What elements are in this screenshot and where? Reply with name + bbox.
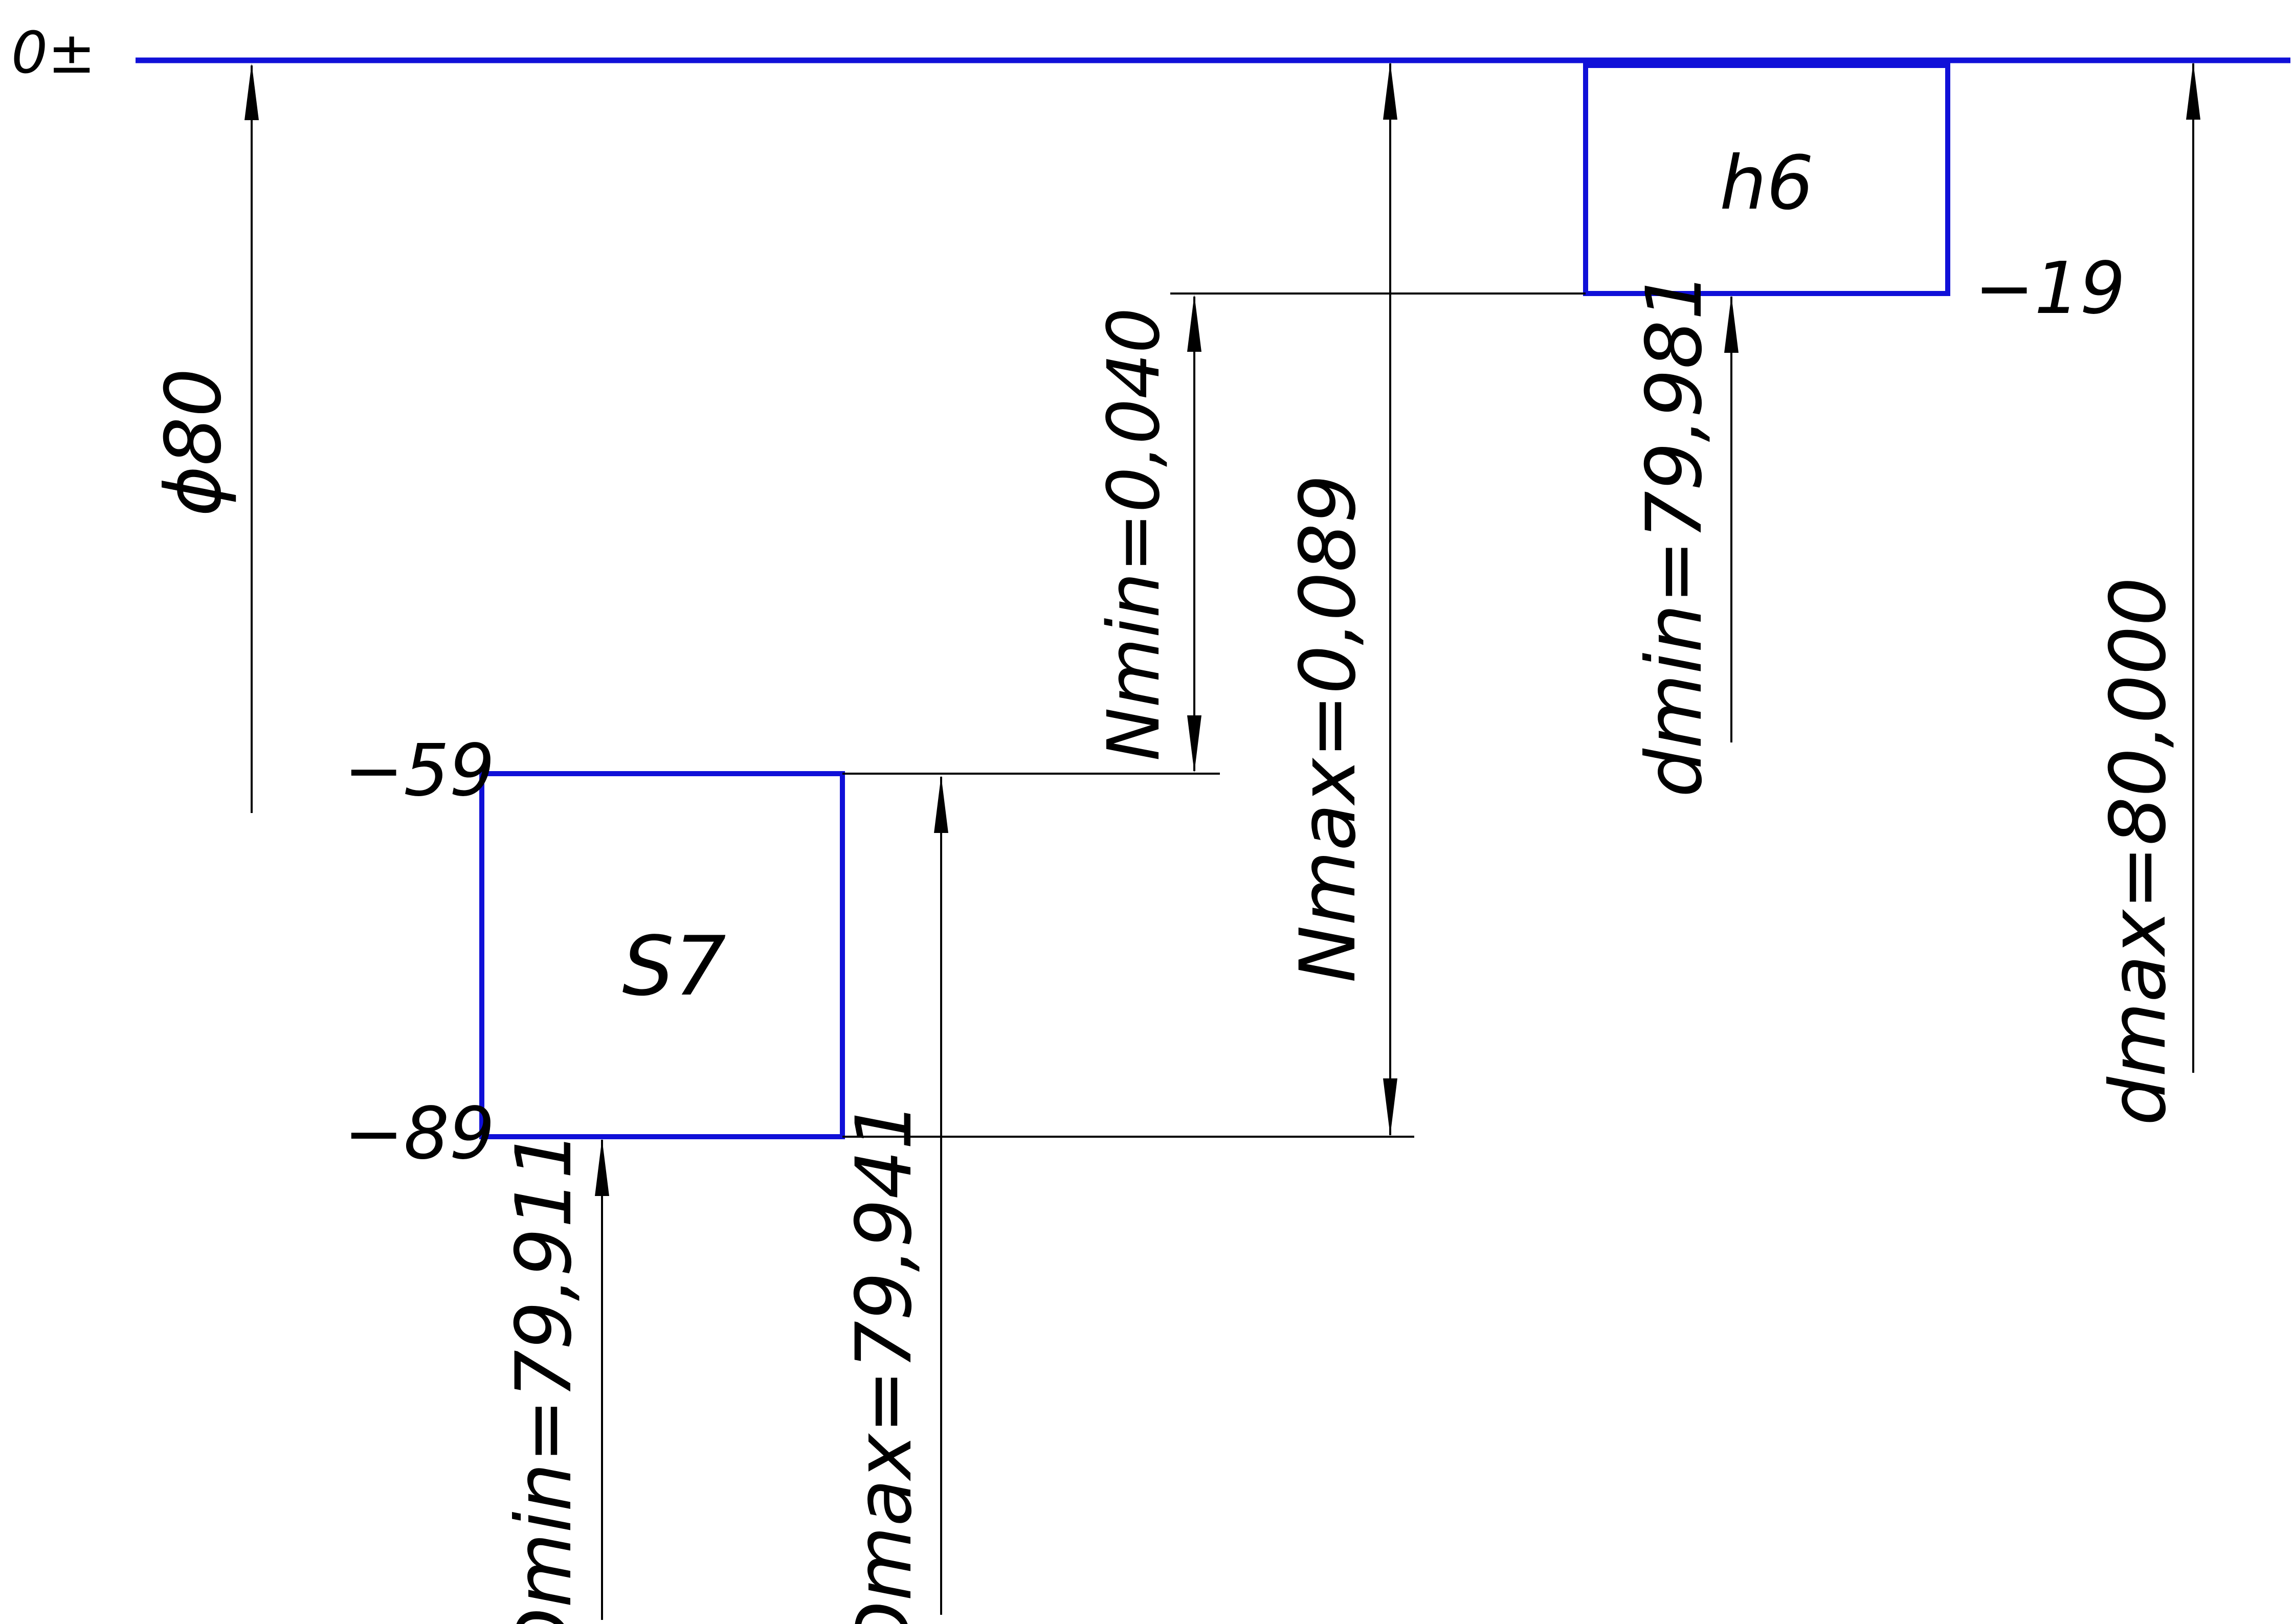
shaft-dmin-label: dmin=79,981 xyxy=(1630,272,1719,798)
nominal-dimension: ϕ80 xyxy=(149,63,259,813)
extension-lines xyxy=(842,292,1586,1138)
nmax-dimension: Nmax=0,089 xyxy=(1284,62,1397,1136)
nominal-label: ϕ80 xyxy=(149,368,238,516)
hole-dmin-dimension: Dmin=79,911 xyxy=(500,1131,609,1624)
nmax-label: Nmax=0,089 xyxy=(1284,475,1373,983)
shaft-tolerance-zone: h6 xyxy=(1583,63,1950,296)
shaft-zone-label: h6 xyxy=(1720,140,1814,227)
hole-zone-label: S7 xyxy=(622,918,726,1014)
nmin-dimension: Nmin=0,040 xyxy=(1093,295,1201,773)
hole-lower-deviation-label: −89 xyxy=(344,1092,495,1176)
shaft-lower-deviation-label: −19 xyxy=(1974,247,2125,330)
hole-dmax-dimension: Dmax=79,941 xyxy=(840,776,948,1624)
hole-dmin-label: Dmin=79,911 xyxy=(500,1131,589,1624)
hole-upper-deviation-label: −59 xyxy=(344,729,495,813)
shaft-dmax-label: dmax=80,000 xyxy=(2094,577,2183,1126)
hole-tolerance-zone: S7 xyxy=(479,771,845,1139)
nmin-label: Nmin=0,040 xyxy=(1093,308,1176,761)
zero-line-label: 0± xyxy=(11,20,96,86)
hole-dmax-label: Dmax=79,941 xyxy=(840,1101,929,1624)
shaft-dmax-dimension: dmax=80,000 xyxy=(2094,62,2200,1125)
shaft-dmin-dimension: dmin=79,981 xyxy=(1630,272,1739,798)
